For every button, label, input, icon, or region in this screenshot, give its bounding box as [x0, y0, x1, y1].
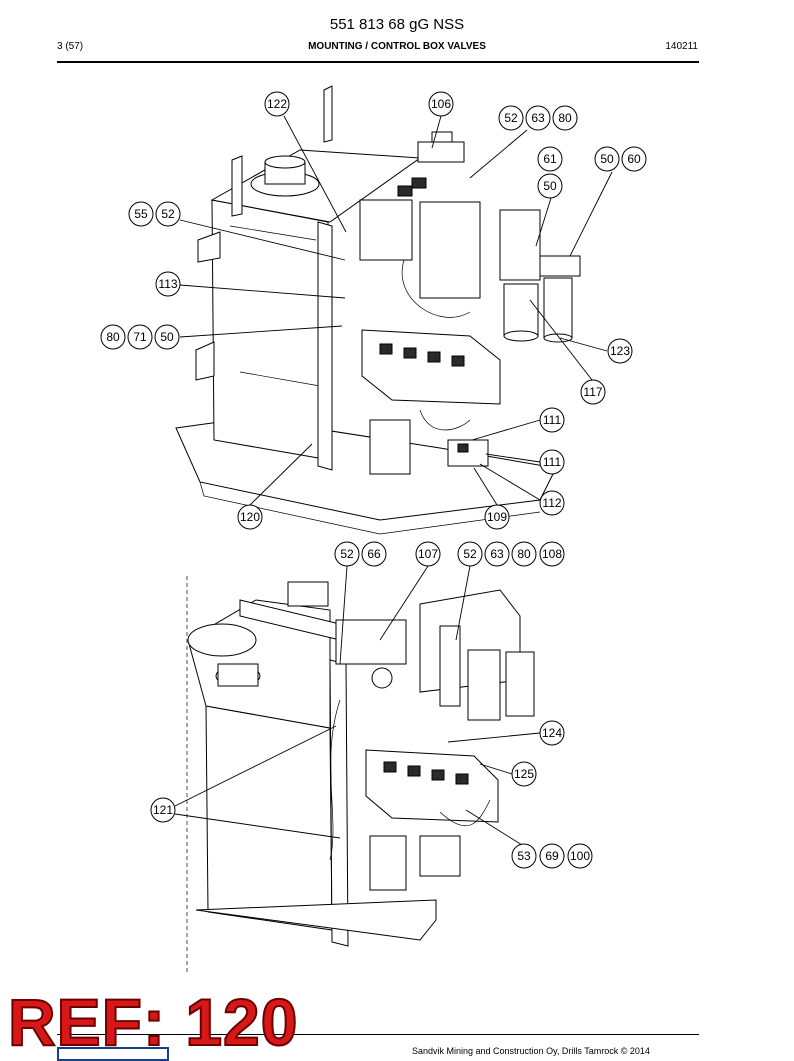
footer-copyright: Sandvik Mining and Construction Oy, Dril… — [412, 1046, 650, 1056]
svg-text:52: 52 — [340, 547, 354, 561]
svg-text:121: 121 — [153, 803, 173, 817]
upper-assembly — [175, 85, 581, 535]
document-number: 551 813 68 gG NSS — [329, 16, 465, 33]
svg-text:53: 53 — [517, 849, 531, 863]
callout-61: 61 — [537, 146, 563, 172]
callout-125: 125 — [511, 761, 537, 787]
callout-120: 120 — [237, 504, 263, 530]
callout-124: 124 — [539, 720, 565, 746]
svg-text:108: 108 — [542, 547, 562, 561]
callout-111-a: 111 — [539, 407, 565, 433]
callout-52-63-80: 52 63 80 — [498, 105, 578, 131]
svg-text:123: 123 — [610, 344, 630, 358]
footer-rule — [57, 1034, 699, 1035]
svg-text:50: 50 — [160, 330, 174, 344]
callout-113: 113 — [155, 271, 181, 297]
svg-text:113: 113 — [158, 277, 177, 291]
callout-122: 122 — [264, 91, 290, 117]
svg-text:120: 120 — [240, 510, 260, 524]
svg-text:50: 50 — [543, 179, 557, 193]
ref-stamp: REF: 120 — [7, 984, 299, 1060]
callout-121: 121 — [150, 797, 176, 823]
svg-text:52: 52 — [161, 207, 175, 221]
svg-text:100: 100 — [570, 849, 590, 863]
callout-50-60: 50 60 — [594, 146, 647, 172]
callout-55-52: 55 52 — [128, 201, 181, 227]
callout-109: 109 — [484, 504, 510, 530]
svg-text:80: 80 — [517, 547, 531, 561]
svg-text:66: 66 — [367, 547, 381, 561]
svg-text:124: 124 — [542, 726, 562, 740]
callout-53-69-100: 53 69 100 — [511, 843, 593, 869]
svg-text:71: 71 — [133, 330, 147, 344]
svg-text:50: 50 — [600, 152, 614, 166]
svg-text:80: 80 — [558, 111, 572, 125]
callout-52-66: 52 66 — [334, 541, 387, 567]
svg-text:63: 63 — [531, 111, 545, 125]
svg-text:60: 60 — [627, 152, 641, 166]
page-number: 3 (57) — [57, 41, 84, 52]
svg-text:69: 69 — [545, 849, 559, 863]
callout-117: 117 — [580, 379, 606, 405]
callout-107: 107 — [415, 541, 441, 567]
svg-text:52: 52 — [504, 111, 518, 125]
svg-text:52: 52 — [463, 547, 477, 561]
svg-text:63: 63 — [490, 547, 504, 561]
callout-50: 50 — [537, 173, 563, 199]
svg-text:111: 111 — [543, 413, 562, 427]
callouts: 122 106 52 63 80 61 50 60 50 55 52 113 8… — [100, 91, 647, 869]
callout-80-71-50: 80 71 50 — [100, 324, 180, 350]
lower-assembly — [186, 576, 535, 972]
header-rule — [57, 61, 699, 63]
leader-lines — [174, 115, 613, 851]
date-code: 140211 — [665, 41, 698, 52]
svg-text:55: 55 — [134, 207, 148, 221]
svg-text:125: 125 — [514, 767, 534, 781]
callout-112: 112 — [539, 490, 565, 516]
svg-text:80: 80 — [106, 330, 120, 344]
callout-123: 123 — [607, 338, 633, 364]
callout-106: 106 — [428, 91, 454, 117]
svg-text:109: 109 — [487, 510, 507, 524]
svg-text:61: 61 — [543, 152, 557, 166]
callout-111-b: 111 — [539, 449, 565, 475]
svg-text:122: 122 — [267, 97, 287, 111]
svg-text:107: 107 — [418, 547, 438, 561]
svg-text:106: 106 — [431, 97, 451, 111]
svg-text:117: 117 — [583, 385, 602, 399]
svg-text:111: 111 — [543, 455, 562, 469]
callout-52-63-80-108: 52 63 80 108 — [457, 541, 565, 567]
section-title: MOUNTING / CONTROL BOX VALVES — [308, 41, 486, 52]
svg-text:112: 112 — [542, 496, 561, 510]
